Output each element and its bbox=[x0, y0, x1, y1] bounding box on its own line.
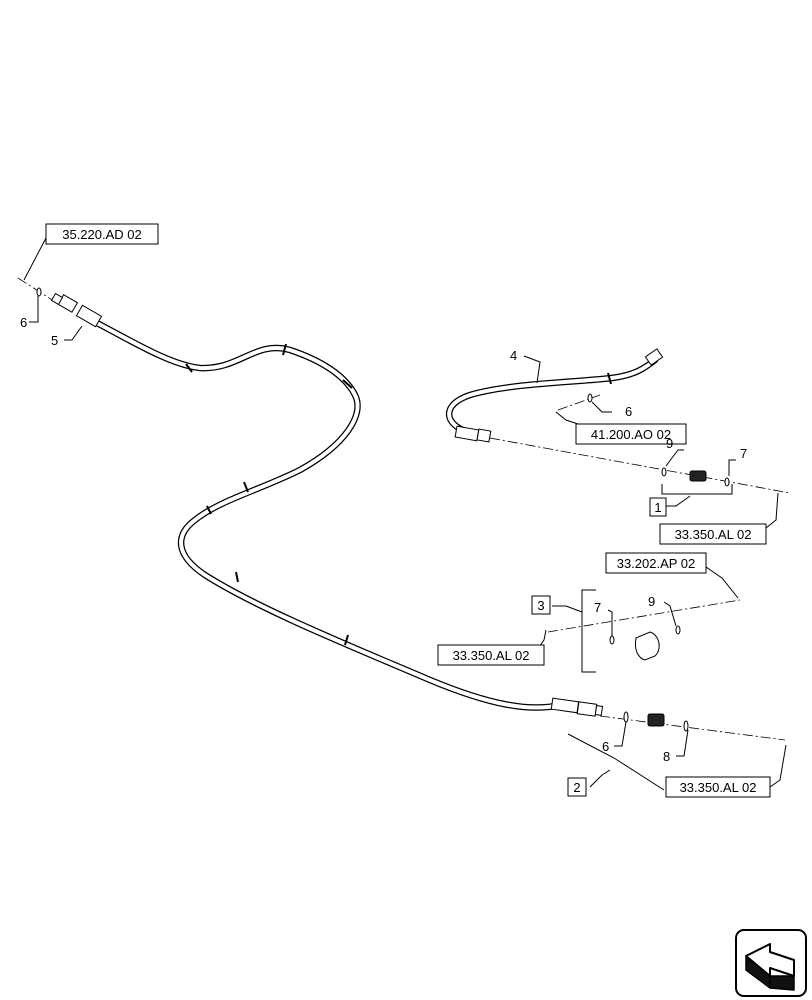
short-hose bbox=[446, 348, 664, 443]
callout-6-lower: 6 bbox=[602, 739, 609, 754]
callout-7-upper: 7 bbox=[740, 446, 747, 461]
callout-4: 4 bbox=[510, 348, 517, 363]
kit-boxes: 1 3 2 bbox=[531, 497, 667, 797]
kit-label-2: 2 bbox=[573, 780, 580, 795]
short-hose-end-nut bbox=[644, 348, 664, 366]
kit-label-1: 1 bbox=[654, 500, 661, 515]
ref-box-33-350-lower[interactable]: 33.350.AL 02 bbox=[665, 776, 771, 798]
o-ring-6-left bbox=[36, 287, 42, 297]
callout-8: 8 bbox=[663, 749, 670, 764]
callout-5: 5 bbox=[51, 333, 58, 348]
callout-9-mid: 9 bbox=[648, 594, 655, 609]
ref-label-41-200: 41.200.AO 02 bbox=[591, 427, 671, 442]
o-ring-8 bbox=[683, 720, 689, 732]
centerlines bbox=[17, 277, 791, 741]
adapter-fitting-kit1 bbox=[689, 470, 707, 482]
kit-box-2[interactable]: 2 bbox=[567, 777, 587, 797]
ref-box-33-350-upper[interactable]: 33.350.AL 02 bbox=[659, 523, 767, 545]
ref-label-33-202: 33.202.AP 02 bbox=[617, 556, 696, 571]
o-ring-7-mid bbox=[609, 635, 615, 645]
ref-label-33-350-upper: 33.350.AL 02 bbox=[675, 527, 752, 542]
callout-6-upper: 6 bbox=[625, 404, 632, 419]
long-hose bbox=[50, 292, 604, 717]
o-ring-7-upper bbox=[724, 477, 730, 487]
ref-box-41-200[interactable]: 41.200.AO 02 bbox=[575, 423, 687, 445]
ref-box-33-202[interactable]: 33.202.AP 02 bbox=[605, 552, 707, 574]
short-hose-ferrule bbox=[454, 425, 480, 442]
ref-label-35-220: 35.220.AD 02 bbox=[62, 227, 142, 242]
reference-boxes: 35.220.AD 02 41.200.AO 02 33.350.AL 02 3… bbox=[45, 223, 771, 798]
item-callouts: 6 5 4 6 9 7 7 9 6 8 bbox=[20, 315, 747, 764]
leader-lines bbox=[23, 237, 787, 791]
hose-nut-right bbox=[576, 701, 598, 717]
callout-9-upper: 9 bbox=[666, 436, 673, 451]
ref-box-33-350-mid[interactable]: 33.350.AL 02 bbox=[437, 644, 545, 666]
direction-arrow-icon[interactable] bbox=[735, 929, 807, 997]
kit-box-1[interactable]: 1 bbox=[649, 497, 667, 517]
ref-label-33-350-mid: 33.350.AL 02 bbox=[453, 648, 530, 663]
elbow-fitting-kit3 bbox=[635, 631, 660, 661]
ref-box-35-220[interactable]: 35.220.AD 02 bbox=[45, 223, 159, 245]
kit-label-3: 3 bbox=[537, 598, 544, 613]
o-ring-6-lower bbox=[623, 711, 629, 723]
callout-6-left: 6 bbox=[20, 315, 27, 330]
o-ring-9-upper bbox=[661, 467, 667, 477]
o-ring-6-upper bbox=[587, 393, 593, 403]
fittings bbox=[36, 287, 730, 732]
adapter-fitting-kit2 bbox=[647, 713, 665, 727]
hose-ferrule-left bbox=[75, 304, 103, 328]
hose-ferrule-right bbox=[550, 697, 580, 714]
callout-7-mid: 7 bbox=[594, 600, 601, 615]
kit-box-3[interactable]: 3 bbox=[531, 595, 551, 615]
o-ring-9-mid bbox=[675, 625, 681, 635]
ref-label-33-350-lower: 33.350.AL 02 bbox=[680, 780, 757, 795]
